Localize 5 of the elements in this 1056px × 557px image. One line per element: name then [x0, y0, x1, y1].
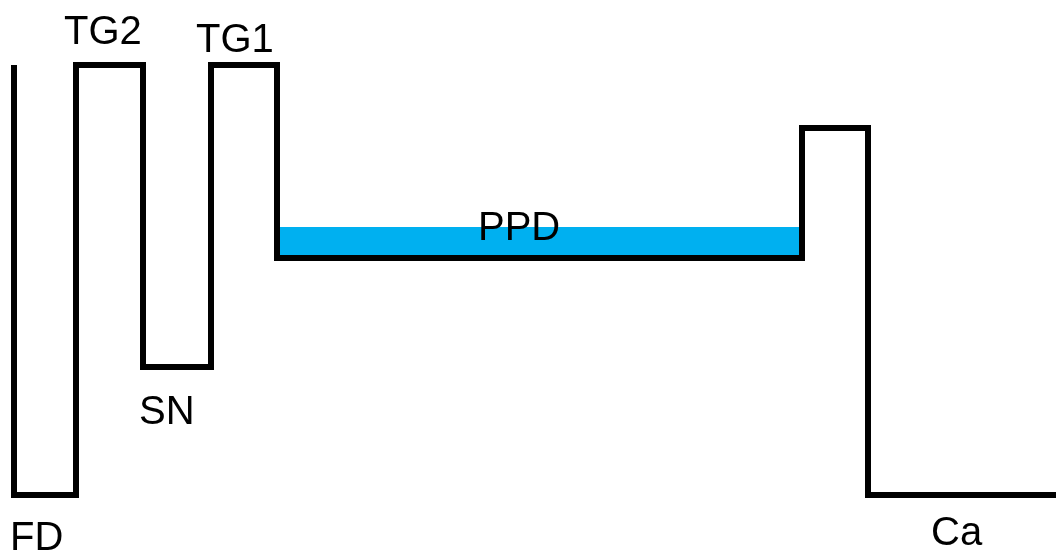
- region-label: FD: [10, 516, 64, 556]
- region-label: TG2: [64, 10, 142, 50]
- region-label: Ca: [931, 511, 983, 551]
- region-label: SN: [139, 390, 195, 430]
- region-label: TG1: [196, 18, 274, 58]
